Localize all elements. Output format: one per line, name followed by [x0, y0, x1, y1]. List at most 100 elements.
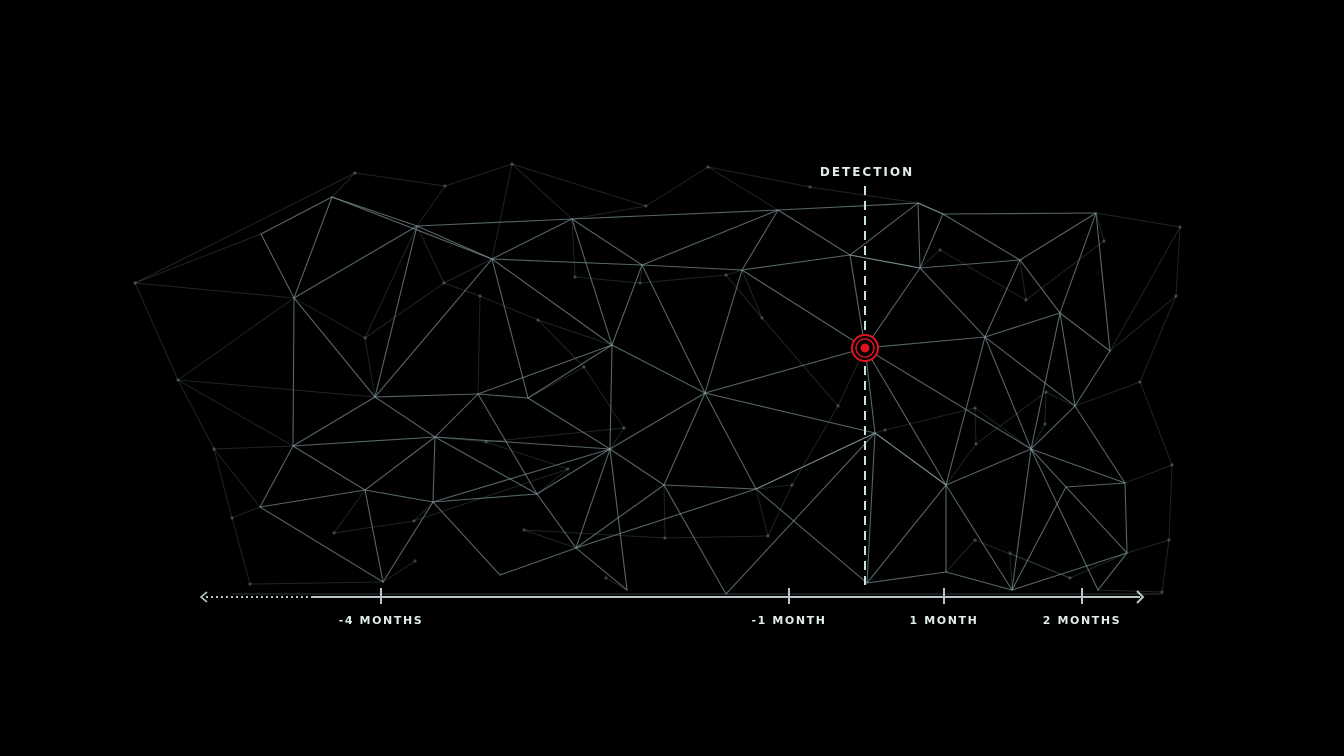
mesh-node [808, 185, 812, 189]
mesh-node [1024, 298, 1028, 302]
mesh-edge-faint [945, 539, 976, 573]
mesh-edge-faint [884, 407, 976, 431]
network-mesh-faint [134, 163, 1181, 593]
mesh-edge-faint [477, 295, 481, 395]
mesh-edge [536, 493, 577, 549]
mesh-edge-faint [177, 379, 376, 398]
timeline-axis: -4 MONTHS -1 MONTH 1 MONTH 2 MONTHS [199, 588, 1145, 627]
mesh-edge-faint [213, 448, 233, 519]
arrow-right-icon [1136, 590, 1145, 604]
mesh-edge-faint [231, 506, 261, 519]
mesh-edge [527, 344, 613, 399]
mesh-edge-faint [1139, 381, 1173, 466]
mesh-edge [374, 393, 479, 398]
mesh-edge [704, 392, 757, 490]
mesh-edge [374, 396, 436, 438]
mesh-edge-faint [177, 297, 295, 381]
mesh-node [1138, 380, 1142, 384]
mesh-edge [575, 547, 628, 591]
mesh-edge-faint [364, 282, 445, 339]
mesh-node [974, 442, 978, 446]
mesh-edge-faint [974, 407, 977, 445]
mesh-edge [1011, 448, 1032, 591]
mesh-edge-faint [974, 407, 1032, 450]
mesh-edge-faint [707, 166, 811, 188]
mesh-node [133, 281, 137, 285]
mesh-edge-faint [975, 391, 1047, 445]
mesh-node [1068, 576, 1072, 580]
mesh-edge [1011, 486, 1067, 591]
mesh-edge [259, 489, 366, 508]
mesh-edge [942, 213, 1021, 261]
mesh-edge [571, 218, 613, 346]
mesh-edge [499, 547, 577, 576]
mesh-edge [432, 436, 436, 503]
mesh-edge [725, 432, 876, 595]
mesh-edge-faint [1045, 391, 1076, 407]
axis-label-minus-4-months: -4 MONTHS [339, 614, 424, 627]
mesh-edge-faint [755, 488, 769, 537]
mesh-node [1170, 463, 1174, 467]
mesh-edge [575, 488, 757, 549]
mesh-edge-faint [725, 274, 763, 319]
mesh-edge-faint [639, 274, 727, 284]
mesh-edge [866, 571, 947, 584]
mesh-edge-faint [767, 484, 793, 537]
mesh-edge [491, 258, 643, 266]
mesh-edge [1059, 312, 1076, 407]
mesh-edge [374, 258, 493, 398]
mesh-edge-faint [443, 258, 493, 284]
mesh-edge [1059, 312, 1111, 352]
mesh-node [332, 531, 336, 535]
mesh-edge [945, 571, 1013, 591]
mesh-edge-faint [974, 539, 1071, 579]
mesh-edge [945, 484, 1013, 591]
mesh-edge [1030, 448, 1126, 484]
mesh-edge [259, 445, 294, 508]
mesh-edge-faint [605, 577, 628, 591]
mesh-edge [849, 254, 866, 349]
mesh-edge-faint [791, 405, 839, 486]
mesh-edge-faint [249, 581, 384, 585]
mesh-edge [575, 484, 665, 549]
mesh-edge [293, 225, 418, 299]
mesh-node [510, 162, 514, 166]
mesh-node [883, 428, 887, 432]
mesh-edge [984, 336, 1076, 407]
mesh-edge-faint [511, 163, 573, 220]
mesh-edge [609, 392, 706, 450]
mesh-edge [416, 218, 573, 227]
mesh-node [638, 281, 642, 285]
mesh-edge [1030, 312, 1061, 450]
axis-label-2-months: 2 MONTHS [1043, 614, 1121, 627]
mesh-edge-faint [413, 468, 569, 522]
mesh-edge [292, 297, 295, 447]
mesh-edge [1074, 350, 1111, 407]
mesh-edge [293, 297, 376, 398]
mesh-edge [293, 196, 333, 299]
mesh-edge [864, 267, 921, 349]
mesh-edge-faint [1030, 423, 1046, 450]
mesh-edge-faint [537, 319, 613, 346]
mesh-edge [945, 336, 986, 486]
mesh-node [443, 184, 447, 188]
mesh-edge [663, 484, 757, 490]
mesh-edge [942, 212, 1097, 215]
mesh-node [644, 204, 648, 208]
mesh-edge [331, 196, 493, 260]
mesh-edge [984, 259, 1021, 338]
mesh-edge [434, 436, 611, 450]
mesh-edge [260, 196, 333, 235]
mesh-node [760, 316, 764, 320]
mesh-edge [849, 254, 921, 269]
mesh-node [706, 165, 710, 169]
mesh-edge-faint [479, 295, 539, 321]
mesh-edge [1124, 482, 1128, 554]
mesh-edge [741, 209, 779, 271]
mesh-edge-faint [583, 366, 625, 429]
mesh-edge [1030, 405, 1076, 450]
mesh-edge [432, 448, 611, 503]
mesh-edge [432, 501, 501, 576]
mesh-edge [1059, 212, 1097, 314]
